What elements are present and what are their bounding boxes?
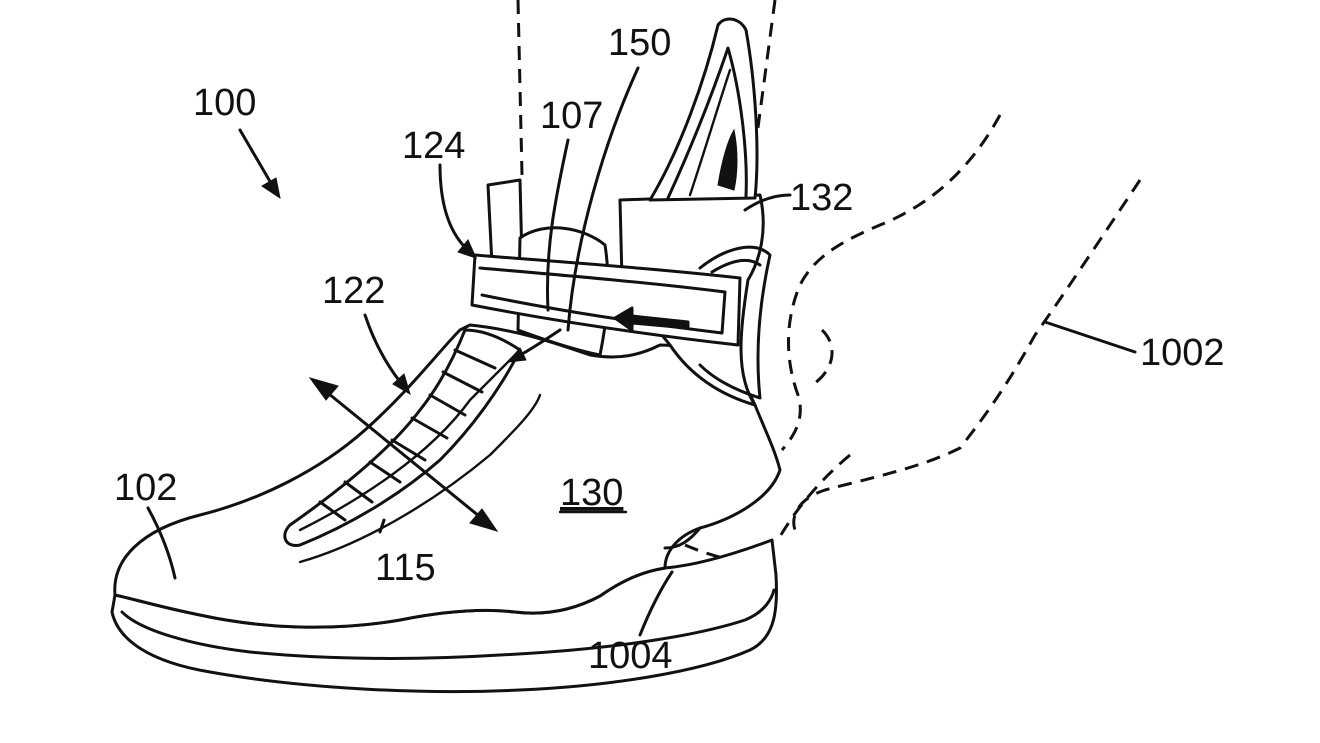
label-1004: 1004	[588, 635, 673, 677]
label-130: 130	[560, 472, 623, 514]
label-100: 100	[193, 82, 256, 124]
label-122: 122	[322, 270, 385, 312]
label-107: 107	[540, 95, 603, 137]
lacing-panel	[283, 328, 542, 564]
label-150: 150	[608, 22, 671, 64]
label-132: 132	[790, 177, 853, 219]
heel-fin	[648, 17, 759, 202]
shoe-upper	[113, 323, 782, 629]
reference-numerals: 100 124 107 150 132 122 102 130 115 1004…	[114, 22, 1225, 677]
label-102: 102	[114, 467, 177, 509]
expansion-arrow	[308, 377, 499, 532]
label-124: 124	[402, 125, 465, 167]
label-115: 115	[375, 547, 436, 589]
ankle-strap	[470, 253, 742, 347]
label-1002: 1002	[1140, 332, 1225, 374]
leader-lines	[146, 66, 1137, 637]
